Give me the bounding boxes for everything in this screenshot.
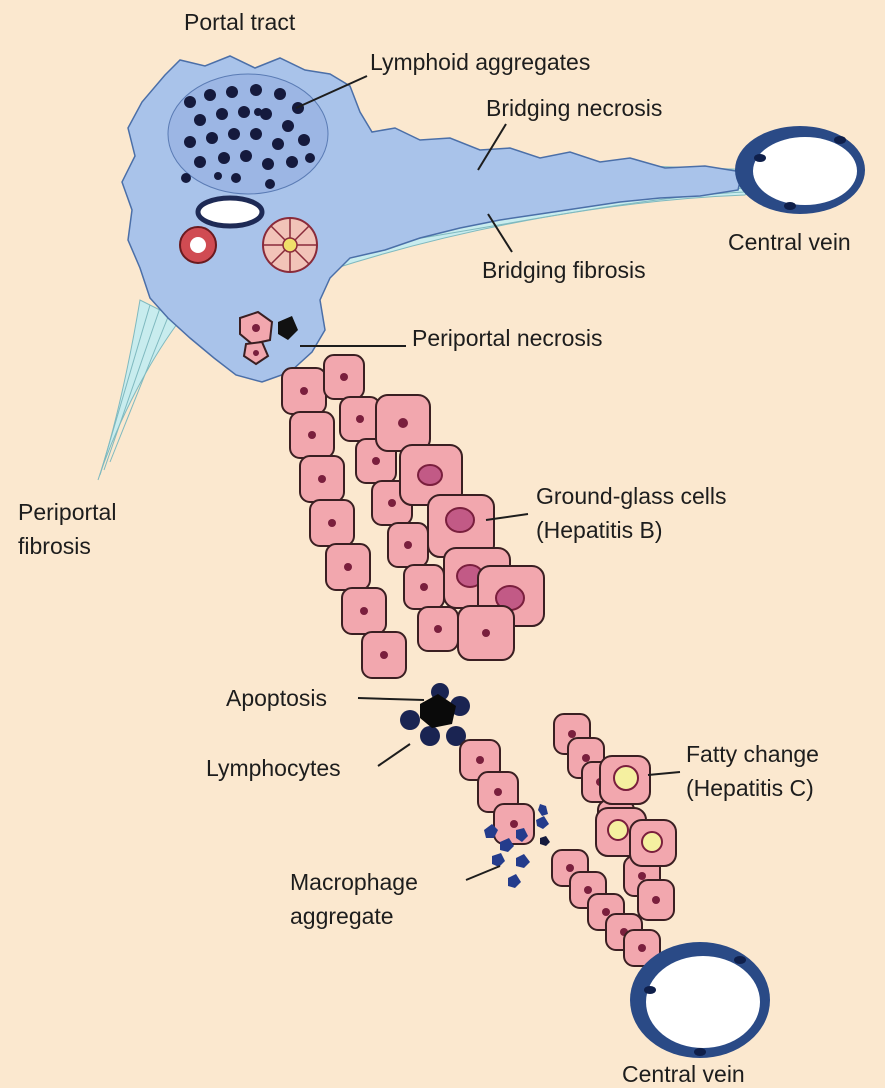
label-ground-glass-line1: Ground-glass cells	[536, 483, 726, 509]
label-fatty-change-line2: (Hepatitis C)	[686, 775, 814, 801]
label-macrophage-line1: Macrophage	[290, 869, 418, 895]
label-bridging-fibrosis: Bridging fibrosis	[482, 257, 646, 283]
label-periportal-fibrosis-line1: Periportal	[18, 499, 116, 525]
label-portal-tract: Portal tract	[184, 9, 296, 35]
label-apoptosis: Apoptosis	[226, 685, 327, 711]
label-central-vein-bottom: Central vein	[622, 1061, 745, 1087]
label-lymphocytes: Lymphocytes	[206, 755, 341, 781]
label-periportal-fibrosis-line2: fibrosis	[18, 533, 91, 559]
hepatic-artery	[180, 227, 216, 263]
central-vein-top	[735, 126, 865, 214]
label-central-vein-top: Central vein	[728, 229, 851, 255]
label-lymphoid-aggregates: Lymphoid aggregates	[370, 49, 590, 75]
label-fatty-change-line1: Fatty change	[686, 741, 819, 767]
bile-duct	[263, 218, 317, 272]
periportal-fibrosis-strands	[98, 300, 180, 480]
central-vein-bottom	[630, 942, 770, 1058]
apoptotic-body-cluster	[400, 683, 470, 746]
label-macrophage-line2: aggregate	[290, 903, 394, 929]
label-ground-glass-line2: (Hepatitis B)	[536, 517, 663, 543]
portal-vessel	[198, 198, 262, 226]
label-bridging-necrosis: Bridging necrosis	[486, 95, 662, 121]
lymphoid-aggregate	[168, 74, 328, 194]
label-periportal-necrosis: Periportal necrosis	[412, 325, 602, 351]
